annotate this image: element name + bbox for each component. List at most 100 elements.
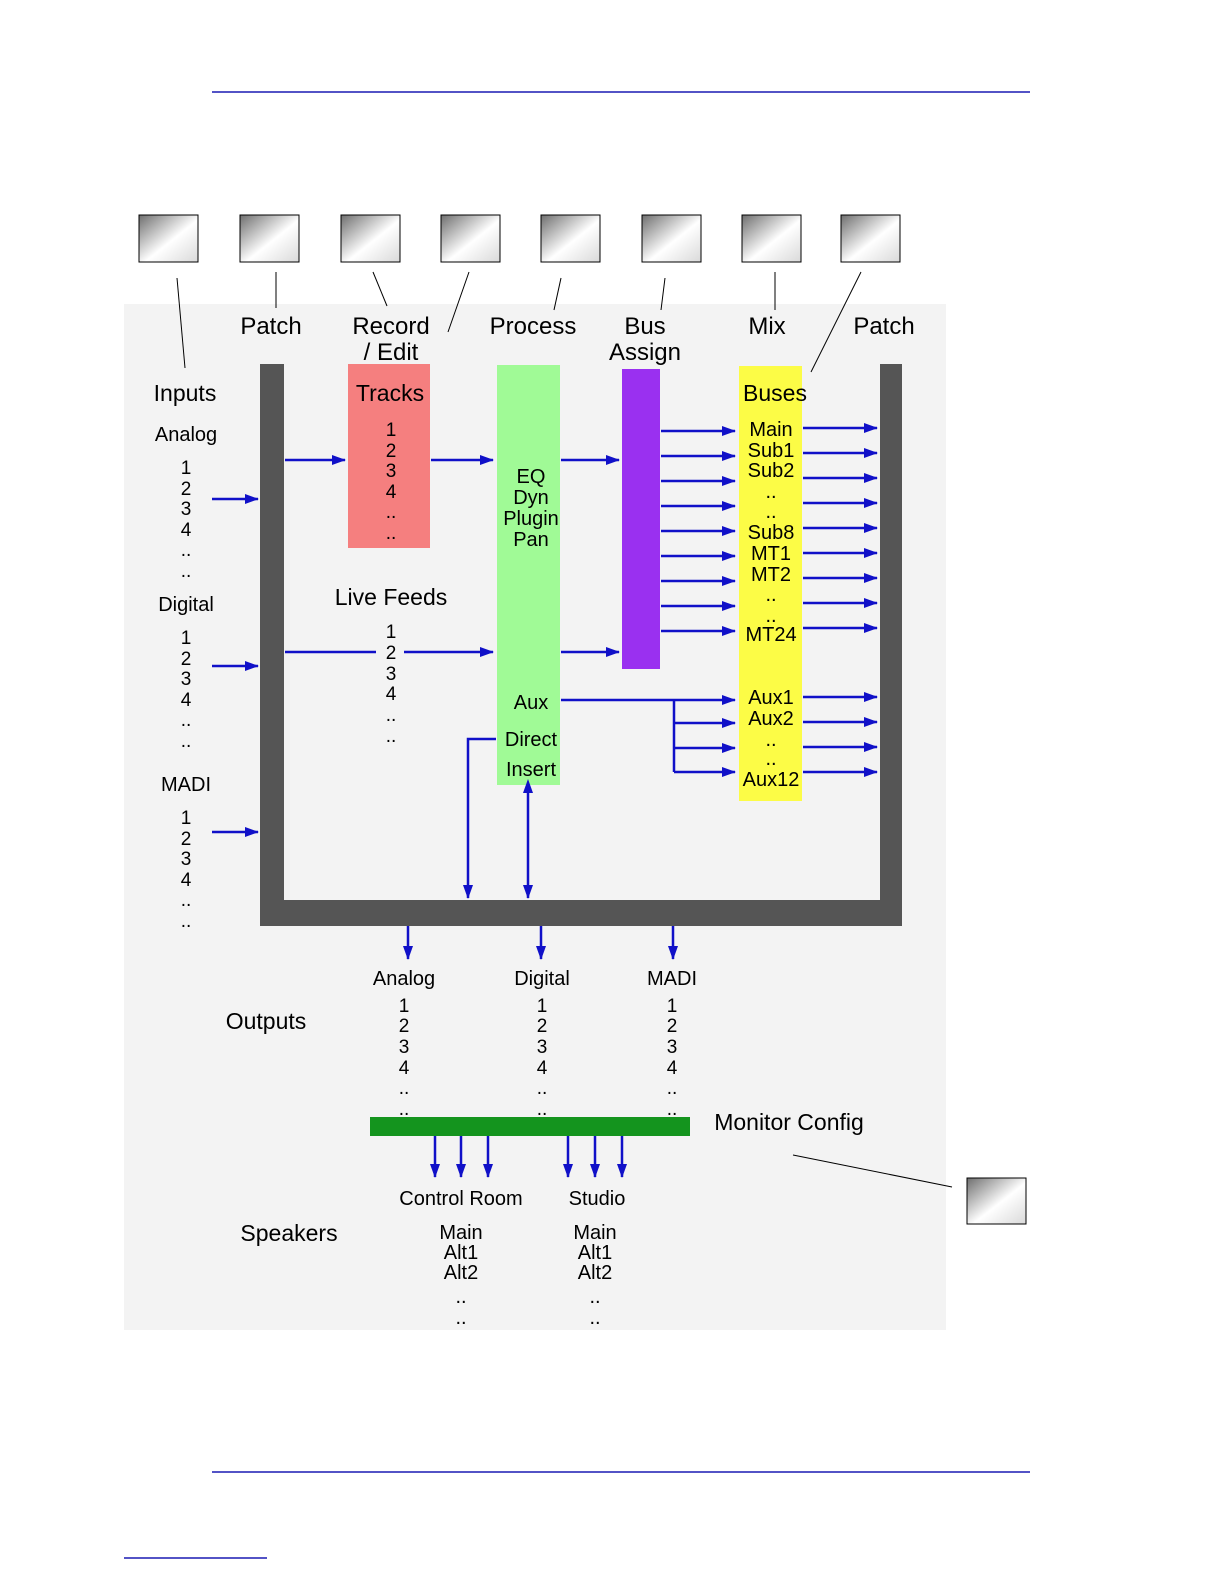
- thumbnail-record[interactable]: [340, 214, 401, 263]
- thumbnail-patch-in[interactable]: [239, 214, 300, 263]
- speaker-item: Main: [439, 1222, 482, 1244]
- input-channel: 4: [181, 520, 192, 541]
- outputs-digital-channels: 1234....: [537, 996, 548, 1120]
- bus-item: Sub2: [748, 460, 795, 482]
- input-channel: ..: [181, 890, 192, 911]
- input-channel: 3: [181, 669, 192, 690]
- thumbnail-bus-assign[interactable]: [641, 214, 702, 263]
- output-channel: 2: [537, 1016, 548, 1037]
- input-channel: ..: [181, 911, 192, 932]
- thumbnail-monitor[interactable]: [966, 1177, 1027, 1225]
- process-aux: Aux: [514, 692, 548, 714]
- thumbnail-process[interactable]: [540, 214, 601, 263]
- control-room-label: Control Room: [399, 1188, 522, 1210]
- signal-arrows: [212, 455, 736, 1178]
- output-channel: 3: [399, 1037, 410, 1058]
- output-channel: 4: [667, 1058, 678, 1079]
- thumbnail-edit[interactable]: [440, 214, 501, 263]
- buses-title: Buses: [743, 380, 807, 406]
- input-channel: 2: [181, 649, 192, 670]
- stage-mix: Mix: [748, 313, 785, 340]
- track-item: 2: [386, 441, 397, 462]
- input-channel: ..: [181, 731, 192, 752]
- outputs-madi-channels: 1234....: [667, 996, 678, 1120]
- output-channel: 2: [399, 1016, 410, 1037]
- arrow-direct-out: [463, 737, 496, 899]
- output-channel: 3: [667, 1037, 678, 1058]
- bus-item: Main: [749, 419, 792, 441]
- live-feed-item: 4: [386, 684, 397, 705]
- process-insert: Insert: [506, 759, 556, 781]
- live-feeds-title: Live Feeds: [335, 584, 448, 610]
- thumbnail-mix[interactable]: [741, 214, 802, 263]
- input-channel: 1: [181, 628, 192, 649]
- inputs-analog-channels: 1234....: [181, 458, 192, 582]
- output-channel: ..: [667, 1099, 678, 1120]
- outputs-analog-channels: 1234....: [399, 996, 410, 1120]
- studio-speakers: MainAlt1Alt2....: [573, 1222, 616, 1329]
- input-channel: ..: [181, 561, 192, 582]
- speaker-item: ..: [455, 1307, 466, 1329]
- aux-bus-item: Aux1: [748, 687, 794, 709]
- thumbnail-patch-out[interactable]: [840, 214, 901, 263]
- bus-item: MT1: [751, 543, 791, 565]
- output-channel: 1: [399, 996, 410, 1017]
- input-channel: ..: [181, 710, 192, 731]
- stage-assign: Assign: [609, 339, 681, 366]
- thumbnail-inputs[interactable]: [138, 214, 199, 263]
- stage-headings: Patch Record / Edit Process Bus Assign M…: [240, 313, 914, 366]
- track-item: 1: [386, 420, 397, 441]
- track-item: ..: [386, 502, 397, 523]
- bus-item: ..: [765, 584, 776, 606]
- outputs-madi-label: MADI: [647, 968, 697, 990]
- stage-edit: / Edit: [364, 339, 419, 366]
- aux-bus-item: ..: [765, 748, 776, 770]
- aux-bus-item: Aux12: [743, 769, 800, 791]
- process-items: EQ Dyn Plugin Pan Aux Direct Insert: [503, 466, 559, 781]
- bus-item: ..: [765, 501, 776, 523]
- speaker-item: ..: [455, 1286, 466, 1308]
- tracks-title: Tracks: [356, 380, 424, 406]
- input-channel: 2: [181, 479, 192, 500]
- process-plugin: Plugin: [503, 508, 559, 530]
- output-channel: 1: [667, 996, 678, 1017]
- stage-patch-out: Patch: [853, 313, 914, 340]
- input-channel: 1: [181, 458, 192, 479]
- input-channel: 1: [181, 808, 192, 829]
- aux-bus-item: ..: [765, 729, 776, 751]
- speaker-item: Alt2: [444, 1262, 478, 1284]
- inputs-madi-label: MADI: [161, 774, 211, 796]
- bus-item: MT2: [751, 564, 791, 586]
- monitor-config-bar: [370, 1117, 690, 1136]
- studio-label: Studio: [569, 1188, 626, 1210]
- monitor-config-label: Monitor Config: [714, 1109, 864, 1135]
- bus-item: MT24: [745, 624, 796, 646]
- tracks-block: [348, 364, 430, 548]
- output-channel: 3: [537, 1037, 548, 1058]
- input-channel: 2: [181, 829, 192, 850]
- inputs-title: Inputs: [154, 380, 217, 406]
- speaker-item: ..: [589, 1307, 600, 1329]
- bus-item: ..: [765, 481, 776, 503]
- tracks-items: 1234....: [386, 420, 397, 544]
- buses-block: [739, 366, 802, 801]
- thumbnail-row: [138, 214, 1027, 1225]
- output-channel: 1: [537, 996, 548, 1017]
- track-item: ..: [386, 523, 397, 544]
- live-feed-item: 3: [386, 664, 397, 685]
- speakers-section: Speakers Control Room Studio MainAlt1Alt…: [240, 1188, 625, 1329]
- bus-assign-block: [622, 369, 660, 669]
- live-feed-item: 1: [386, 622, 397, 643]
- bus-item: Sub1: [748, 440, 795, 462]
- speaker-item: Main: [573, 1222, 616, 1244]
- bus-out-arrows: [803, 423, 878, 777]
- speaker-item: Alt1: [578, 1242, 612, 1264]
- bus-assign-arrows: [661, 426, 736, 636]
- output-channel: 2: [667, 1016, 678, 1037]
- process-block: [497, 365, 560, 785]
- input-channel: 4: [181, 870, 192, 891]
